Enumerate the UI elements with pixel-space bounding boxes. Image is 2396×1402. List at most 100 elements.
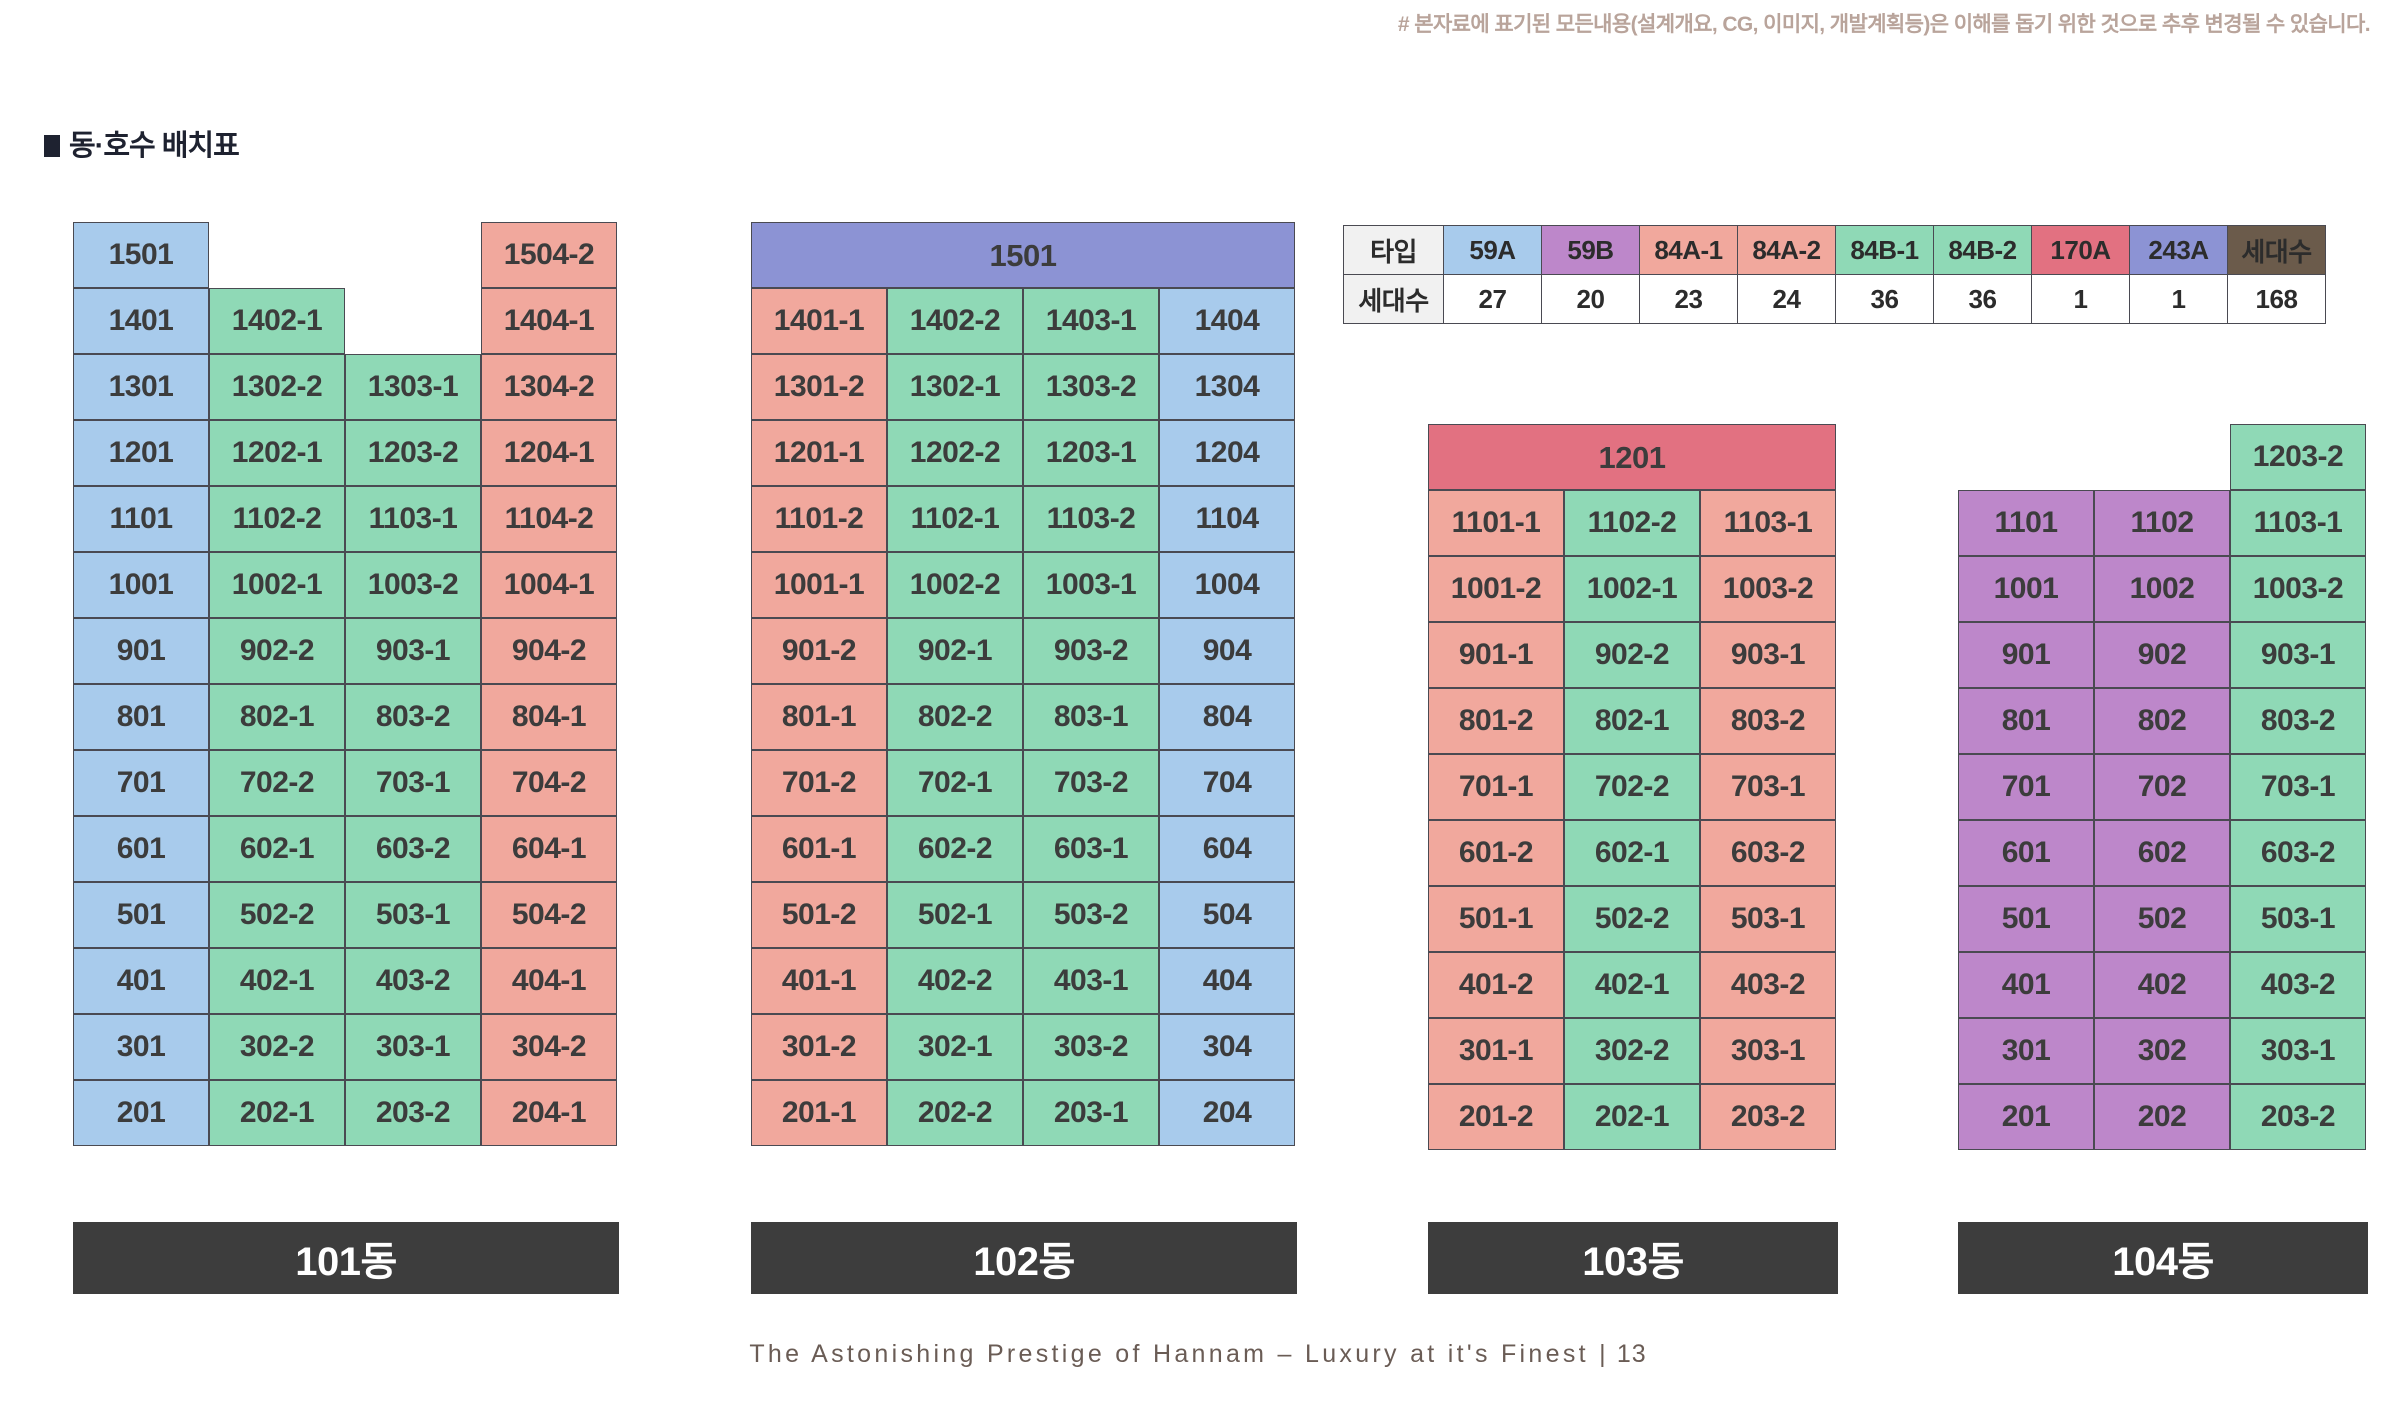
unit-cell[interactable]: 1404 [1159, 288, 1295, 354]
unit-cell[interactable]: 303-1 [345, 1014, 481, 1080]
unit-cell[interactable]: 202-1 [209, 1080, 345, 1146]
unit-cell[interactable]: 704-2 [481, 750, 617, 816]
unit-cell[interactable]: 1102 [2094, 490, 2230, 556]
unit-cell[interactable]: 1304-2 [481, 354, 617, 420]
unit-cell[interactable]: 1302-1 [887, 354, 1023, 420]
unit-cell[interactable]: 1101 [1958, 490, 2094, 556]
unit-cell[interactable]: 403-2 [1700, 952, 1836, 1018]
unit-cell[interactable]: 402-1 [1564, 952, 1700, 1018]
unit-cell[interactable]: 302-2 [1564, 1018, 1700, 1084]
unit-cell[interactable]: 801-1 [751, 684, 887, 750]
unit-cell[interactable]: 303-1 [1700, 1018, 1836, 1084]
unit-cell[interactable]: 302-2 [209, 1014, 345, 1080]
unit-cell[interactable]: 1402-2 [887, 288, 1023, 354]
unit-cell[interactable]: 203-2 [345, 1080, 481, 1146]
unit-cell[interactable]: 201-2 [1428, 1084, 1564, 1150]
unit-cell[interactable]: 904-2 [481, 618, 617, 684]
unit-cell[interactable]: 503-1 [1700, 886, 1836, 952]
unit-cell[interactable]: 502-1 [887, 882, 1023, 948]
unit-cell[interactable]: 903-1 [1700, 622, 1836, 688]
unit-cell[interactable]: 603-2 [345, 816, 481, 882]
unit-cell[interactable]: 203-1 [1023, 1080, 1159, 1146]
unit-cell[interactable]: 1401-1 [751, 288, 887, 354]
unit-cell[interactable]: 702-2 [1564, 754, 1700, 820]
unit-cell[interactable]: 904 [1159, 618, 1295, 684]
unit-cell[interactable]: 1103-1 [1700, 490, 1836, 556]
unit-cell[interactable]: 301-2 [751, 1014, 887, 1080]
unit-cell[interactable]: 1401 [73, 288, 209, 354]
unit-cell[interactable]: 502-2 [209, 882, 345, 948]
unit-cell[interactable]: 1101-1 [1428, 490, 1564, 556]
unit-cell[interactable]: 501 [73, 882, 209, 948]
unit-cell[interactable]: 1501 [751, 222, 1295, 288]
unit-cell[interactable]: 503-2 [1023, 882, 1159, 948]
unit-cell[interactable]: 801 [1958, 688, 2094, 754]
unit-cell[interactable]: 803-1 [1023, 684, 1159, 750]
unit-cell[interactable]: 901 [1958, 622, 2094, 688]
unit-cell[interactable]: 1002 [2094, 556, 2230, 622]
unit-cell[interactable]: 1204 [1159, 420, 1295, 486]
unit-cell[interactable]: 602-2 [887, 816, 1023, 882]
unit-cell[interactable]: 301 [1958, 1018, 2094, 1084]
unit-cell[interactable]: 703-1 [345, 750, 481, 816]
unit-cell[interactable]: 202-2 [887, 1080, 1023, 1146]
unit-cell[interactable]: 1302-2 [209, 354, 345, 420]
unit-cell[interactable]: 304 [1159, 1014, 1295, 1080]
unit-cell[interactable]: 203-2 [1700, 1084, 1836, 1150]
unit-cell[interactable]: 204 [1159, 1080, 1295, 1146]
unit-cell[interactable]: 1003-2 [2230, 556, 2366, 622]
unit-cell[interactable]: 1301-2 [751, 354, 887, 420]
unit-cell[interactable]: 903-1 [345, 618, 481, 684]
unit-cell[interactable]: 403-1 [1023, 948, 1159, 1014]
unit-cell[interactable]: 804 [1159, 684, 1295, 750]
unit-cell[interactable]: 1202-2 [887, 420, 1023, 486]
unit-cell[interactable]: 503-1 [345, 882, 481, 948]
unit-cell[interactable]: 203-2 [2230, 1084, 2366, 1150]
unit-cell[interactable]: 502 [2094, 886, 2230, 952]
unit-cell[interactable]: 703-1 [2230, 754, 2366, 820]
unit-cell[interactable]: 703-1 [1700, 754, 1836, 820]
unit-cell[interactable]: 301-1 [1428, 1018, 1564, 1084]
unit-cell[interactable]: 802-1 [1564, 688, 1700, 754]
unit-cell[interactable]: 1102-2 [209, 486, 345, 552]
unit-cell[interactable]: 1001-1 [751, 552, 887, 618]
unit-cell[interactable]: 701-1 [1428, 754, 1564, 820]
unit-cell[interactable]: 902-2 [209, 618, 345, 684]
unit-cell[interactable]: 1002-1 [1564, 556, 1700, 622]
unit-cell[interactable]: 204-1 [481, 1080, 617, 1146]
unit-cell[interactable]: 903-2 [1023, 618, 1159, 684]
unit-cell[interactable]: 802-1 [209, 684, 345, 750]
unit-cell[interactable]: 701 [1958, 754, 2094, 820]
unit-cell[interactable]: 1203-1 [1023, 420, 1159, 486]
unit-cell[interactable]: 902-1 [887, 618, 1023, 684]
unit-cell[interactable]: 503-1 [2230, 886, 2366, 952]
unit-cell[interactable]: 1004 [1159, 552, 1295, 618]
unit-cell[interactable]: 702-2 [209, 750, 345, 816]
unit-cell[interactable]: 402 [2094, 952, 2230, 1018]
unit-cell[interactable]: 1301 [73, 354, 209, 420]
unit-cell[interactable]: 1102-2 [1564, 490, 1700, 556]
unit-cell[interactable]: 402-1 [209, 948, 345, 1014]
unit-cell[interactable]: 1203-2 [345, 420, 481, 486]
unit-cell[interactable]: 802 [2094, 688, 2230, 754]
unit-cell[interactable]: 1104-2 [481, 486, 617, 552]
unit-cell[interactable]: 1101 [73, 486, 209, 552]
unit-cell[interactable]: 1204-1 [481, 420, 617, 486]
unit-cell[interactable]: 1004-1 [481, 552, 617, 618]
unit-cell[interactable]: 302 [2094, 1018, 2230, 1084]
unit-cell[interactable]: 1304 [1159, 354, 1295, 420]
unit-cell[interactable]: 1201 [1428, 424, 1836, 490]
unit-cell[interactable]: 202 [2094, 1084, 2230, 1150]
unit-cell[interactable]: 201 [73, 1080, 209, 1146]
unit-cell[interactable]: 1504-2 [481, 222, 617, 288]
unit-cell[interactable]: 803-2 [2230, 688, 2366, 754]
unit-cell[interactable]: 1404-1 [481, 288, 617, 354]
unit-cell[interactable]: 1501 [73, 222, 209, 288]
unit-cell[interactable]: 404 [1159, 948, 1295, 1014]
unit-cell[interactable]: 1103-2 [1023, 486, 1159, 552]
unit-cell[interactable]: 504 [1159, 882, 1295, 948]
unit-cell[interactable]: 401-2 [1428, 952, 1564, 1018]
unit-cell[interactable]: 1104 [1159, 486, 1295, 552]
unit-cell[interactable]: 701-2 [751, 750, 887, 816]
unit-cell[interactable]: 301 [73, 1014, 209, 1080]
